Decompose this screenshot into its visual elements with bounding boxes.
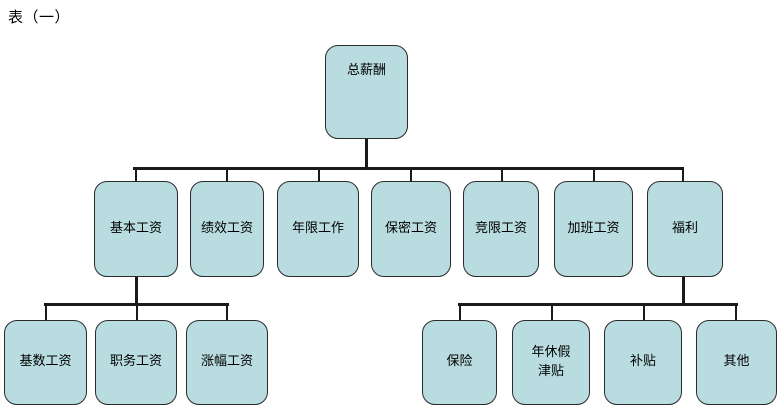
node-seniority-work[interactable]: 年限工作	[277, 181, 359, 277]
connector-drop-level2-3	[318, 167, 320, 182]
figure-caption: 表（一）	[8, 8, 71, 26]
connector-benefits-stem	[682, 277, 685, 305]
connector-drop-level2-4	[410, 167, 412, 182]
node-label: 年限工作	[291, 220, 344, 236]
connector-basic-stem	[135, 277, 138, 305]
node-label: 保密工资	[384, 220, 437, 236]
node-annual-leave-allowance[interactable]: 年休假 津贴	[512, 320, 590, 405]
connector-drop-left-2	[136, 303, 138, 321]
node-label: 总薪酬	[346, 63, 386, 78]
connector-drop-right-3	[643, 303, 645, 321]
node-label: 其他	[723, 354, 750, 370]
node-basic-salary[interactable]: 基本工资	[94, 181, 178, 277]
connector-drop-right-1	[459, 303, 461, 321]
connector-drop-right-2	[551, 303, 553, 321]
node-base-salary[interactable]: 基数工资	[4, 320, 87, 405]
connector-drop-level2-2	[226, 167, 228, 182]
connector-drop-left-1	[45, 303, 47, 321]
node-total-compensation[interactable]: 总薪酬	[325, 45, 408, 139]
node-label: 保险	[446, 354, 473, 370]
connector-drop-right-4	[735, 303, 737, 321]
node-performance-salary[interactable]: 绩效工资	[190, 181, 264, 277]
node-label: 福利	[671, 220, 698, 236]
node-label: 职务工资	[109, 354, 162, 370]
node-label: 基本工资	[109, 220, 162, 236]
node-competition-restriction-salary[interactable]: 竞限工资	[463, 181, 539, 277]
connector-drop-left-3	[226, 303, 228, 321]
node-confidentiality-salary[interactable]: 保密工资	[371, 181, 451, 277]
connector-level3-right-bus	[458, 303, 738, 306]
node-subsidy[interactable]: 补贴	[604, 320, 682, 405]
node-position-salary[interactable]: 职务工资	[95, 320, 177, 405]
node-label: 年休假 津贴	[531, 344, 571, 379]
node-label: 涨幅工资	[200, 354, 253, 370]
connector-drop-level2-1	[135, 167, 137, 182]
node-label: 基数工资	[19, 354, 72, 370]
node-label: 加班工资	[567, 220, 620, 236]
connector-root-stem	[365, 138, 368, 168]
node-label: 竞限工资	[474, 220, 527, 236]
node-insurance[interactable]: 保险	[422, 320, 497, 405]
node-benefits[interactable]: 福利	[647, 181, 723, 277]
connector-drop-level2-7	[682, 167, 684, 182]
node-overtime-salary[interactable]: 加班工资	[554, 181, 633, 277]
node-label: 补贴	[629, 354, 656, 370]
node-label: 绩效工资	[200, 220, 253, 236]
node-other[interactable]: 其他	[696, 320, 777, 405]
connector-level2-bus	[133, 167, 684, 170]
node-increase-salary[interactable]: 涨幅工资	[186, 320, 268, 405]
connector-drop-level2-5	[501, 167, 503, 182]
connector-drop-level2-6	[593, 167, 595, 182]
